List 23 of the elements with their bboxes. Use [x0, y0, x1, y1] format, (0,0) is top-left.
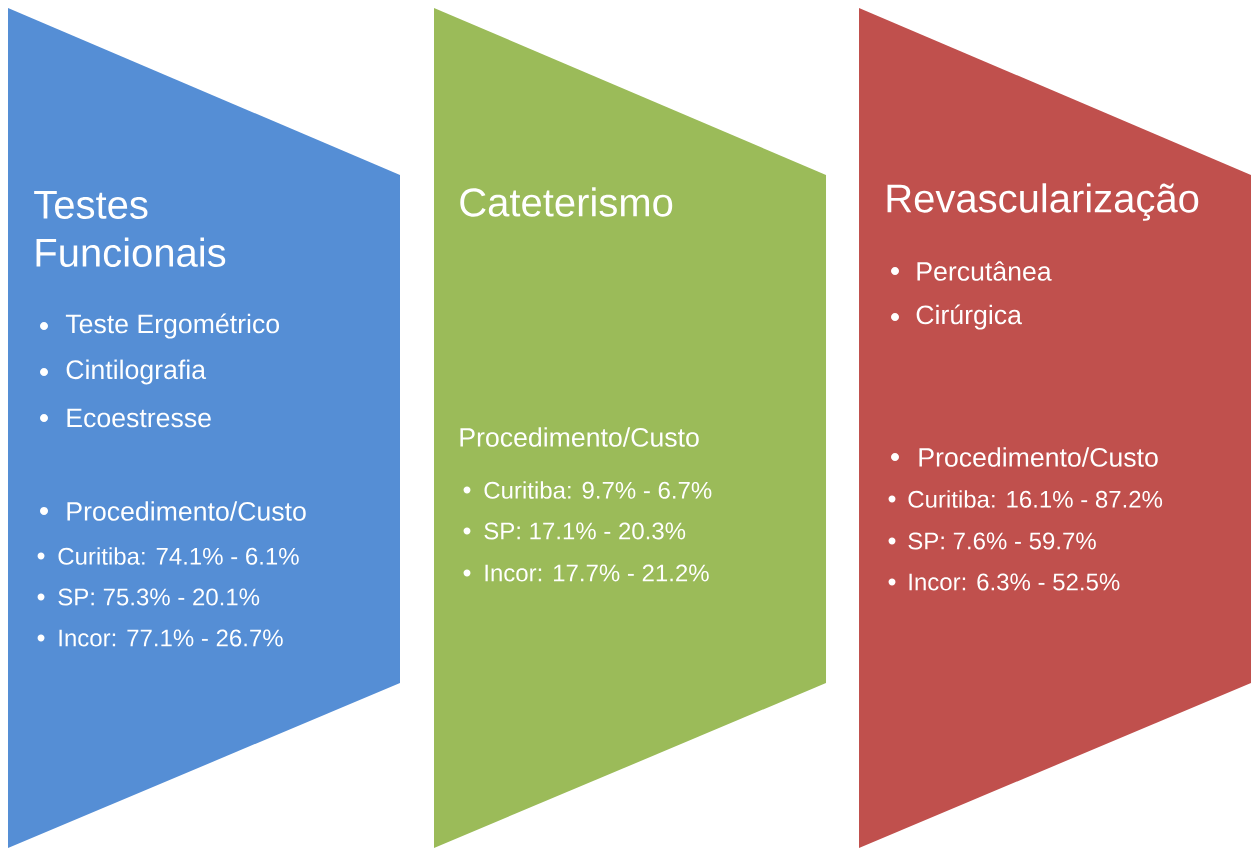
panel-heading: Revascularização [887, 183, 1199, 221]
chevron-panel [434, 8, 826, 848]
list-item: Procedimento/Custo [891, 447, 1158, 467]
list-item: Cirúrgica [891, 304, 1022, 330]
list-item: SP: 7.6% - 59.7% [888, 532, 1096, 550]
list-item: Incor: 77.1% - 26.7% [37, 629, 283, 647]
panel-heading: Testes Funcionais [34, 191, 226, 267]
list-item: SP: 17.1% - 20.3% [463, 522, 686, 540]
list-item: Ecoestresse [40, 408, 211, 428]
panel-heading: Cateterismo [460, 187, 673, 217]
list-item: Procedimento/Custo [40, 501, 306, 521]
list-item: Procedimento/Custo [460, 427, 699, 447]
list-item: Curitiba: 16.1% - 87.2% [888, 490, 1163, 508]
list-item: Percutânea [891, 261, 1052, 281]
list-item: Curitiba: 74.1% - 6.1% [37, 547, 299, 565]
list-item: SP: 75.3% - 20.1% [37, 588, 260, 606]
list-item: Incor: 6.3% - 52.5% [888, 573, 1120, 591]
list-item: Cintilografia [40, 359, 207, 385]
list-item: Incor: 17.7% - 21.2% [463, 564, 709, 582]
list-item: Teste Ergométrico [40, 313, 279, 339]
list-item: Curitiba: 9.7% - 6.7% [463, 481, 712, 499]
chevron-panel [8, 8, 400, 848]
chevron-panel [859, 8, 1251, 848]
